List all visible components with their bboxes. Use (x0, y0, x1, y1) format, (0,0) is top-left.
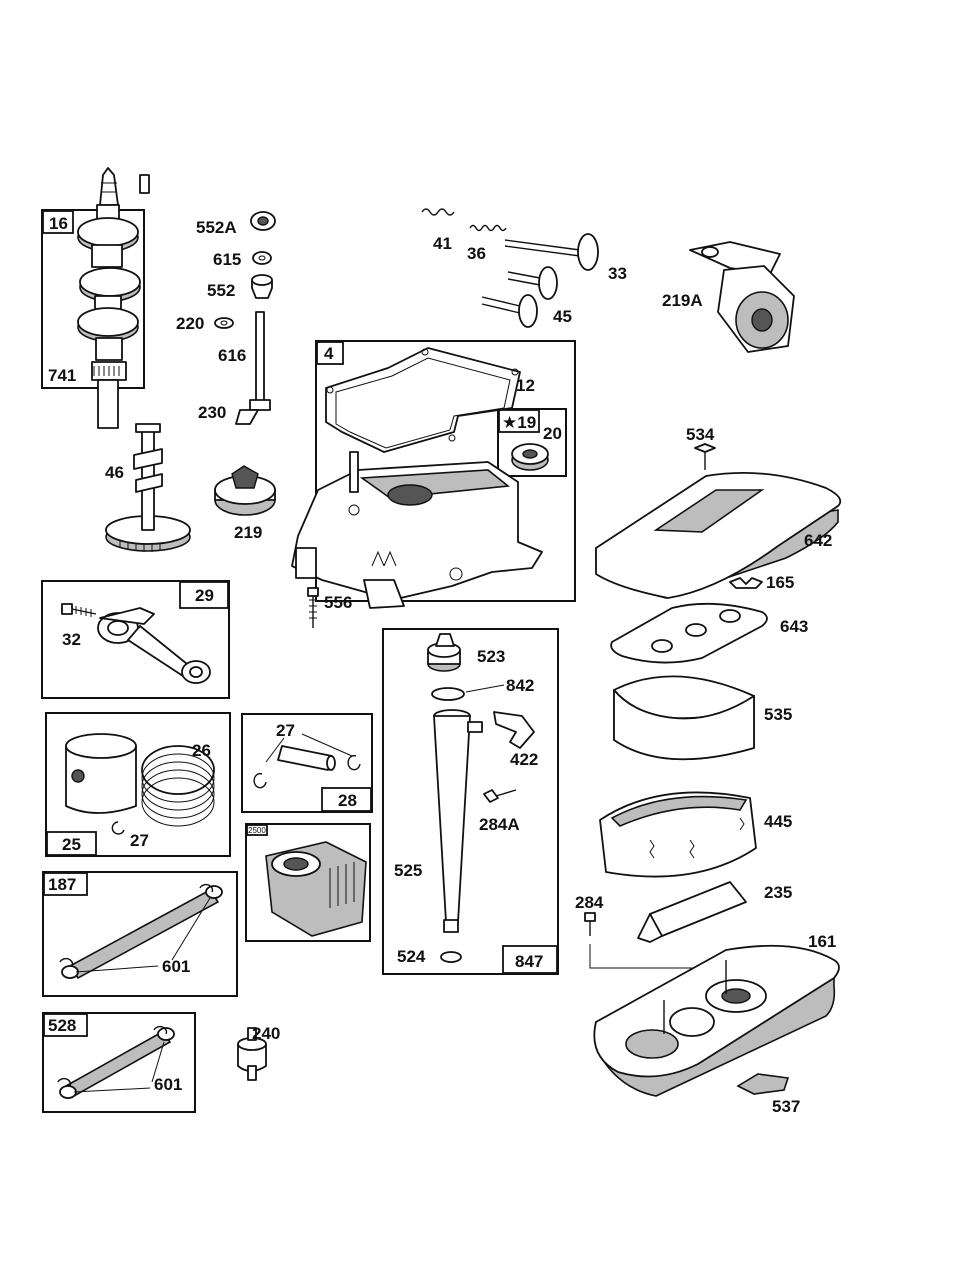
fuel-line-187-drawing (60, 885, 222, 978)
valve-springs-drawing (422, 209, 506, 231)
callout-19: ★19 (502, 413, 536, 432)
piston-pin-drawing (278, 746, 335, 770)
bolt-556-drawing (308, 588, 318, 628)
callout-524: 524 (397, 947, 426, 966)
washer-220-drawing (215, 318, 233, 328)
valve-33-drawing (505, 234, 598, 270)
callout-615: 615 (213, 250, 241, 269)
callout-642: 642 (804, 531, 832, 550)
callout-219A: 219A (662, 291, 703, 310)
dipstick-tube-drawing (434, 710, 482, 932)
washer-615-drawing (253, 252, 271, 264)
connecting-rod-drawing (98, 608, 210, 683)
camshaft-drawing (106, 424, 190, 552)
callout-33: 33 (608, 264, 627, 283)
callout-523: 523 (477, 647, 505, 666)
callout-240: 240 (252, 1024, 280, 1043)
plate-643-drawing (611, 604, 767, 663)
breather-219A-drawing (690, 242, 794, 352)
bracket-235-drawing (638, 882, 746, 942)
callout-4: 4 (324, 344, 334, 363)
callout-28: 28 (338, 791, 357, 810)
short-block-drawing (266, 842, 366, 936)
callout-284A: 284A (479, 815, 520, 834)
screw-534-drawing (695, 444, 715, 470)
callout-187: 187 (48, 875, 76, 894)
governor-shaft-616-drawing (236, 312, 270, 424)
callout-16: 16 (49, 214, 68, 233)
callout-422: 422 (510, 750, 538, 769)
callout-161: 161 (808, 932, 836, 951)
callout-220: 220 (176, 314, 204, 333)
callout-284: 284 (575, 893, 604, 912)
air-filter-445-drawing (600, 792, 756, 876)
callout-36: 36 (467, 244, 486, 263)
piston-drawing (66, 734, 136, 813)
crankcase-gasket-drawing (326, 348, 520, 452)
callout-29: 29 (195, 586, 214, 605)
crankcase-drawing (292, 452, 542, 608)
clip-left-drawing (254, 774, 266, 788)
callout-643: 643 (780, 617, 808, 636)
callout-552: 552 (207, 281, 235, 300)
bracket-422-drawing (494, 712, 534, 748)
callout-616: 616 (218, 346, 246, 365)
bushing-552-drawing (252, 275, 272, 298)
callout-552A: 552A (196, 218, 237, 237)
callout-741: 741 (48, 366, 76, 385)
dipstick-cap-drawing (428, 634, 460, 671)
wing-nut-165-drawing (730, 578, 762, 588)
o-ring-842-drawing (432, 688, 464, 700)
callout-537: 537 (772, 1097, 800, 1116)
callout-32: 32 (62, 630, 81, 649)
governor-gear-219-drawing (215, 466, 275, 515)
callout-601b: 601 (154, 1075, 182, 1094)
callout-41: 41 (433, 234, 452, 253)
valve-45-drawing (482, 295, 537, 327)
callout-235: 235 (764, 883, 792, 902)
callout-27b: 27 (276, 721, 295, 740)
seal-552A-drawing (251, 212, 275, 230)
valve-intake-drawing (508, 267, 557, 299)
clip-27-drawing (112, 822, 124, 834)
callout-842: 842 (506, 676, 534, 695)
callout-535: 535 (764, 705, 792, 724)
callout-26: 26 (192, 741, 211, 760)
bolt-284A-drawing (484, 790, 516, 802)
callout-2500: 2500 (248, 826, 266, 835)
callout-601a: 601 (162, 957, 190, 976)
callout-525: 525 (394, 861, 422, 880)
o-ring-524-drawing (441, 952, 461, 962)
callout-12: 12 (516, 376, 535, 395)
callout-556: 556 (324, 593, 352, 612)
callout-165: 165 (766, 573, 794, 592)
callout-20: 20 (543, 424, 562, 443)
gasket-537-drawing (738, 1074, 788, 1094)
callout-25: 25 (62, 835, 81, 854)
callout-230: 230 (198, 403, 226, 422)
clip-right-drawing (348, 756, 360, 770)
callout-528: 528 (48, 1016, 76, 1035)
oil-seal-20-drawing (512, 444, 548, 470)
callout-445: 445 (764, 812, 792, 831)
callout-46: 46 (105, 463, 124, 482)
leader-842 (466, 685, 504, 692)
precleaner-535-drawing (614, 676, 754, 759)
callout-27a: 27 (130, 831, 149, 850)
callout-219: 219 (234, 523, 262, 542)
bolt-32-drawing (62, 604, 96, 617)
callout-534: 534 (686, 425, 715, 444)
callout-45: 45 (553, 307, 572, 326)
callout-847: 847 (515, 952, 543, 971)
